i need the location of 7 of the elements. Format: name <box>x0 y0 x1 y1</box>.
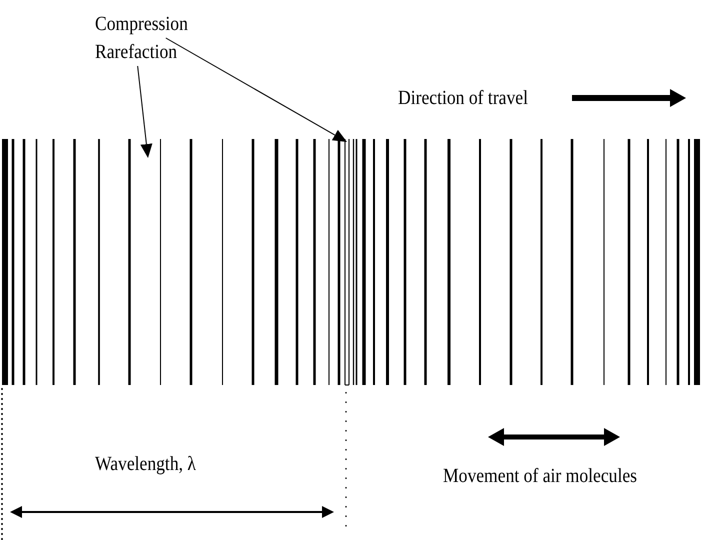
leader-line <box>165 38 347 142</box>
callout-text: Rarefaction <box>95 40 178 64</box>
movement-label: Movement of air molecules <box>443 464 638 488</box>
direction-label: Direction of travel <box>398 86 528 110</box>
leader-line <box>137 66 152 158</box>
wavelength-label: Wavelength, λ <box>95 452 196 476</box>
callout-text: Compression <box>95 12 188 36</box>
